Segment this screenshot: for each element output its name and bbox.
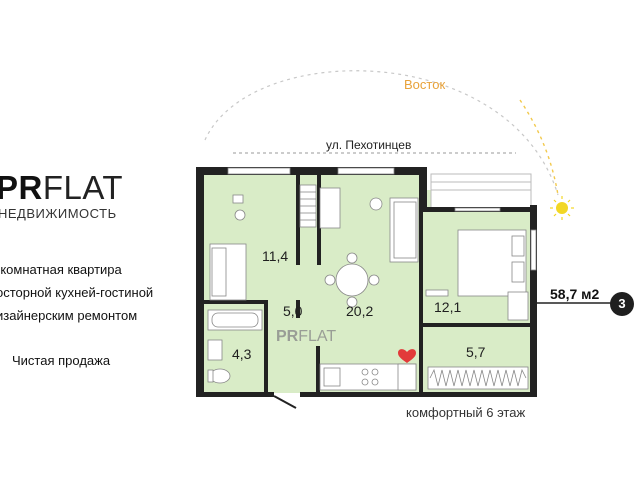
bathroom-fixtures [207,309,263,384]
sale-type: Чистая продажа [12,353,111,368]
sun-icon [550,196,574,220]
logo-subtitle: НЕДВИЖИМОСТЬ [0,206,117,221]
windows [227,167,537,271]
wardrobe [299,184,317,228]
interior-walls [204,175,530,392]
watermark-text: PRFLAT [276,328,336,345]
sun-path-arc [204,70,559,196]
rooms-count-badge: 3 [610,292,634,316]
watermark-bold: PR [276,328,299,345]
room-area-label: 5,7 [466,344,486,360]
room-area-label: 20,2 [346,303,373,319]
entry-door [273,395,297,409]
description-line-3: изайнерским ремонтом [0,308,138,323]
room-area-label: 12,1 [434,299,461,315]
room-area-label: 5,0 [283,303,303,319]
logo-bold: PR [0,169,43,206]
brand-logo: PRFLAT НЕДВИЖИМОСТЬ [0,170,166,230]
street-label: ул. Пехотинцев [326,138,412,152]
direction-label: Восток [404,77,446,92]
closet-hatch [427,366,529,390]
kitchen-unit [319,363,417,391]
description-line-2: осторной кухней-гостиной [0,285,154,300]
total-area: 58,7 м2 [550,286,600,302]
logo-light: FLAT [42,169,124,206]
floor-note: комфортный 6 этаж [406,405,526,420]
room-area-label: 11,4 [262,248,288,264]
sun-path-arc-highlight [519,99,559,196]
room-area-label: 4,3 [232,346,252,362]
description-line-1: -комнатная квартира [0,262,122,277]
watermark-light: FLAT [298,328,336,345]
balcony [430,173,532,209]
living-room-furniture [319,187,419,308]
watermark: PRFLAT [276,328,336,345]
logo-text: PRFLAT [0,170,123,206]
heart-icon [398,349,416,363]
bedroom-small-furniture [209,194,247,301]
bedroom-large-furniture [425,229,529,321]
